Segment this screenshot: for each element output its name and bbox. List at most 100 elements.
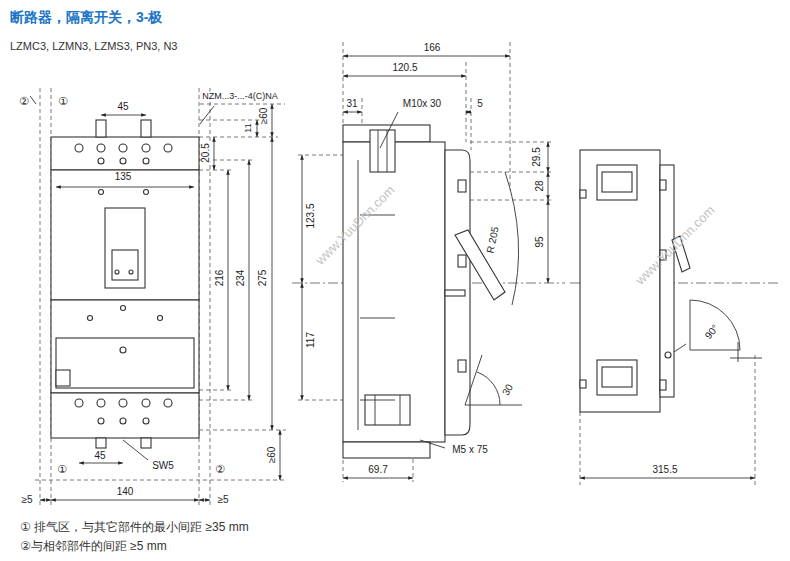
extension-lines [35,42,755,505]
front-view [97,399,105,407]
rear-view [580,190,586,198]
note: ②与相邻部件的间距 ≥5 mm [20,540,167,552]
side-view-detail [30,96,148,460]
dimension-lines [51,500,199,501]
front-view [143,418,149,424]
dimension-lines [228,170,229,390]
front-view [129,270,133,274]
rear-view [660,165,674,397]
front-view [120,158,126,164]
front-view [56,338,194,388]
dimension-lines [40,500,51,501]
front-view [144,190,149,195]
side-view [458,360,466,372]
front-view [99,190,104,195]
extension-lines [199,120,286,430]
dimension: 315.5 [651,465,678,475]
dimension: ≥60 [267,446,277,465]
front-view [51,170,199,300]
dimension-lines [302,155,303,283]
extension-lines [35,104,286,480]
extension-lines [40,88,210,505]
rear-view [660,180,666,190]
front-view [51,137,199,170]
front-view [119,399,127,407]
dimension-lines [548,172,549,200]
dimension: 216 [215,269,225,288]
dimension-lines [343,56,510,57]
callout-number: ② [214,464,226,475]
dimension-lines [343,76,466,77]
tool-size: SW5 [151,461,175,471]
front-view [143,158,149,164]
front-view [105,208,145,288]
angle: 90° [703,322,722,342]
dimension: 117 [306,331,316,349]
rear-view [660,380,666,390]
dimension: 120.5 [391,63,418,73]
rear-view [665,352,671,358]
rear-view [580,380,586,388]
rear-view [602,172,632,192]
rear-view [597,360,637,395]
dimension: ≥60 [259,107,269,126]
front-view [98,418,104,424]
dimension: 28 [535,179,545,192]
front-view [88,316,93,321]
side-view [458,255,466,267]
dimension: 135 [114,172,133,182]
screw-size: M5 x 75 [451,445,489,455]
dimension-lines [40,56,755,500]
dimension-lines [249,160,250,400]
side-view-detail [30,96,522,460]
dimension-lines [272,137,273,430]
dimension: 11 [244,122,253,133]
front-view [115,270,119,274]
callout-number: ② [18,96,30,107]
dimension-lines [466,112,471,113]
side-view-detail [358,130,400,430]
dimension: R 205 [485,225,501,255]
note: ① 排气区，与其它部件的最小间距 ≥35 mm [20,521,249,533]
front-view [98,158,104,164]
side-view [370,130,395,172]
dimension-lines [548,200,549,283]
dimension-lines [257,120,258,137]
dimension: 275 [258,269,268,288]
part-number: NZM...3-...-4(C)NA [201,92,279,101]
front-view [121,306,126,311]
side-view [445,290,465,296]
rear-view [580,150,690,412]
dimension-lines [101,115,146,116]
callout-number: ① [56,464,68,475]
front-view [56,370,70,386]
dimension-lines [580,478,755,479]
dimension: 29.5 [532,146,542,167]
side-view [365,395,410,425]
rear-view [597,165,637,200]
front-view [120,418,126,424]
rotation-arc [690,300,740,350]
dimension: 45 [93,451,106,461]
dimension-lines [302,283,303,400]
dimension: 45 [116,102,129,112]
front-view [112,250,138,280]
dimension-lines [56,187,194,188]
model-list: LZMC3, LZMN3, LZMS3, PN3, N3 [10,41,178,52]
front-view [51,120,199,448]
rotation-arc [674,300,762,362]
dimension-lines [272,104,273,137]
dimension: ≥5 [216,495,229,505]
side-view [343,442,430,458]
front-view [96,120,106,137]
front-view [142,144,150,152]
dimension: 20.5 [201,142,211,163]
dimension: 166 [423,43,442,53]
front-view [97,144,105,152]
front-view [75,144,83,152]
side-view-detail [505,172,519,305]
side-view [445,150,470,435]
front-view [141,438,151,448]
front-view [120,347,126,353]
